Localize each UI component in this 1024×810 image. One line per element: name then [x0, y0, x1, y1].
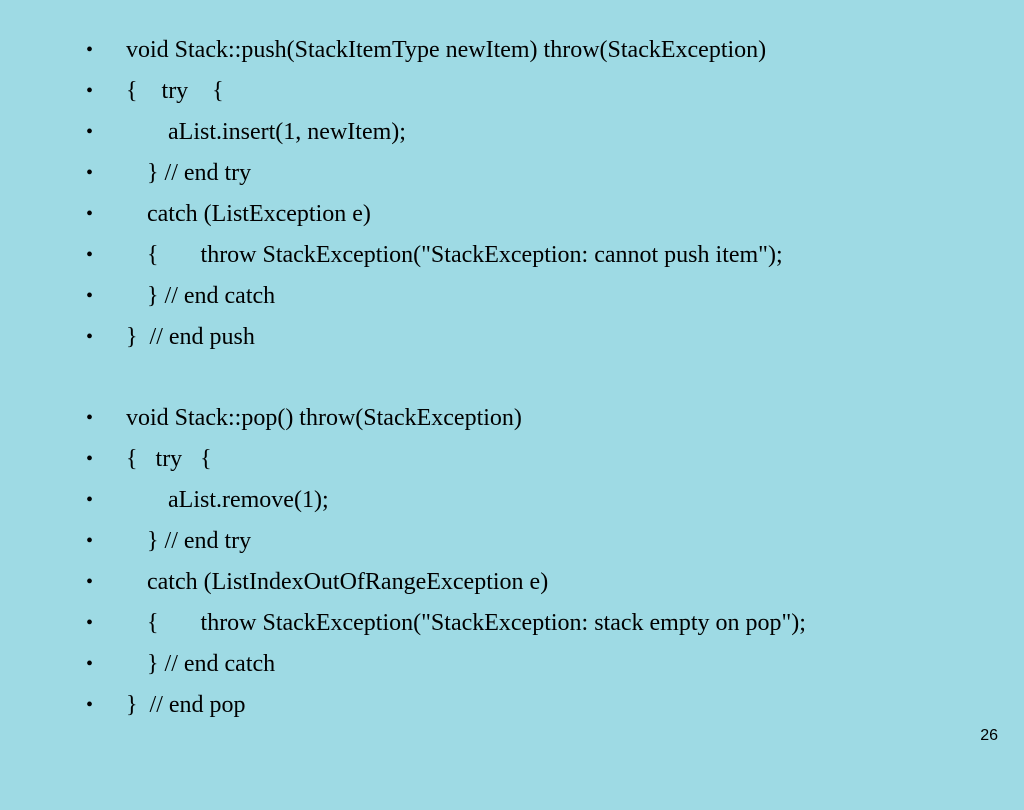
bullet: •: [86, 121, 94, 143]
bullet: •: [86, 326, 94, 348]
bullet: •: [86, 612, 94, 634]
code-line-text: } // end try: [147, 160, 252, 186]
bullet: •: [86, 285, 94, 307]
code-line-text: { throw StackException("StackException: …: [147, 242, 783, 268]
code-line: • } // end catch: [0, 281, 1024, 311]
bullet: •: [86, 571, 94, 593]
code-line-text: void Stack::pop() throw(StackException): [126, 405, 522, 431]
bullet: •: [86, 407, 94, 429]
code-line-text: { try {: [126, 78, 224, 104]
code-line: • } // end catch: [0, 649, 1024, 679]
code-line-text: } // end push: [126, 324, 255, 350]
code-line: • } // end try: [0, 158, 1024, 188]
code-line-text: aList.remove(1);: [168, 487, 329, 513]
code-line: • { throw StackException("StackException…: [0, 608, 1024, 638]
bullet: •: [86, 653, 94, 675]
code-line-text: catch (ListIndexOutOfRangeException e): [147, 569, 549, 595]
bullet: •: [86, 530, 94, 552]
code-line-text: } // end catch: [147, 283, 276, 309]
code-line: • aList.remove(1);: [0, 485, 1024, 515]
code-line-text: { try {: [126, 446, 212, 472]
bullet: •: [86, 39, 94, 61]
code-line: • catch (ListException e): [0, 199, 1024, 229]
code-line: • void Stack::push(StackItemType newItem…: [0, 35, 1024, 65]
code-line: • aList.insert(1, newItem);: [0, 117, 1024, 147]
code-line: • { throw StackException("StackException…: [0, 240, 1024, 270]
code-line-text: aList.insert(1, newItem);: [168, 119, 406, 145]
code-line: • } // end try: [0, 526, 1024, 556]
code-line: • } // end push: [0, 322, 1024, 352]
code-line: • void Stack::pop() throw(StackException…: [0, 403, 1024, 433]
code-line-text: } // end pop: [126, 692, 246, 718]
code-line: • { try {: [0, 76, 1024, 106]
bullet: •: [86, 80, 94, 102]
bullet: •: [86, 203, 94, 225]
code-line-text: void Stack::push(StackItemType newItem) …: [126, 37, 767, 63]
slide: • void Stack::push(StackItemType newItem…: [0, 35, 1024, 744]
bullet: •: [86, 448, 94, 470]
bullet: •: [86, 489, 94, 511]
page-number: 26: [980, 727, 998, 744]
code-line-text: } // end catch: [147, 651, 276, 677]
code-line: • { try {: [0, 444, 1024, 474]
bullet: •: [86, 162, 94, 184]
code-line-text: catch (ListException e): [147, 201, 371, 227]
bullet: •: [86, 244, 94, 266]
code-line-text: } // end try: [147, 528, 252, 554]
code-line: • catch (ListIndexOutOfRangeException e): [0, 567, 1024, 597]
code-line-text: { throw StackException("StackException: …: [147, 610, 806, 636]
code-line: • } // end pop: [0, 690, 1024, 720]
bullet: •: [86, 694, 94, 716]
